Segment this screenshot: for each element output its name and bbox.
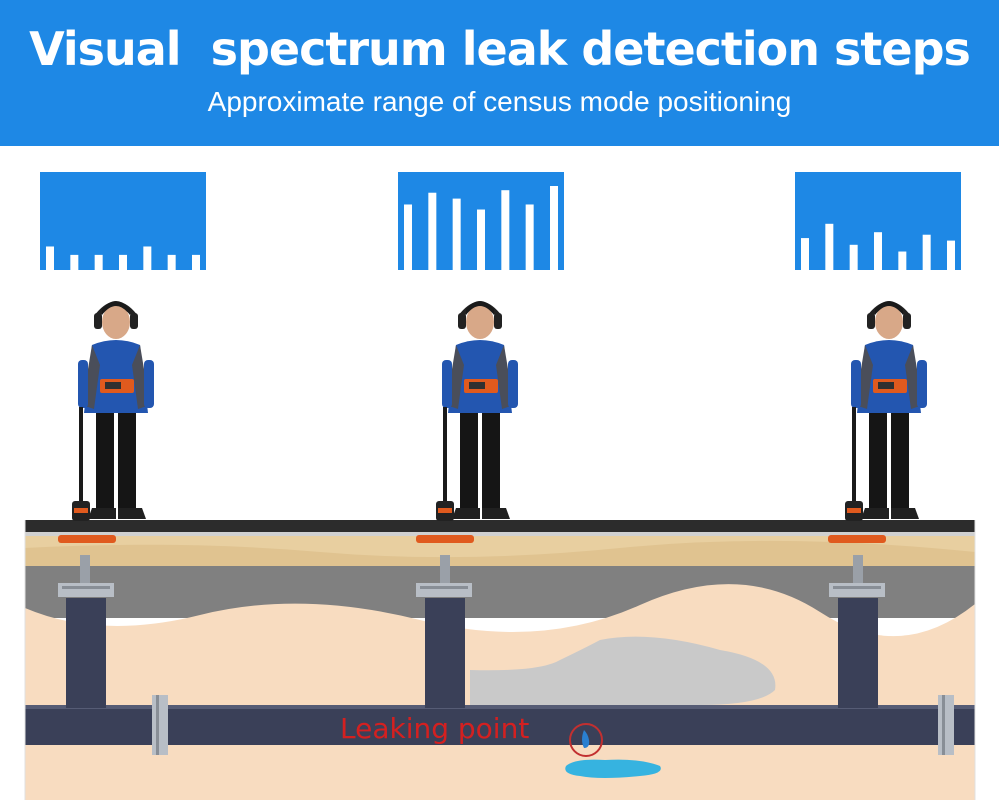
spectrum-bar bbox=[94, 254, 103, 270]
ground-layers bbox=[25, 520, 975, 800]
person-with-detector-icon-right bbox=[828, 301, 927, 543]
page-subtitle: Approximate range of census mode positio… bbox=[207, 86, 792, 117]
valve-left bbox=[58, 555, 114, 597]
road-curb bbox=[25, 532, 975, 538]
spectrum-bar bbox=[70, 254, 79, 270]
flange-left bbox=[152, 695, 168, 755]
riser-pipe-left bbox=[66, 598, 106, 708]
spectrum-bar bbox=[922, 234, 931, 270]
water-puddle bbox=[565, 759, 661, 778]
main-pipe bbox=[25, 705, 975, 745]
riser-pipe-center bbox=[425, 598, 465, 708]
spectrum-bar bbox=[119, 254, 127, 270]
spectrum-bar bbox=[550, 186, 558, 270]
header-banner: Visual spectrum leak detection steps App… bbox=[0, 0, 999, 146]
gravel-layer bbox=[25, 566, 975, 618]
spectrum-bars bbox=[46, 246, 200, 270]
main-pipe-highlight bbox=[25, 705, 975, 709]
ground-sensor-pad-center bbox=[416, 535, 474, 543]
spectrum-bar bbox=[192, 254, 200, 270]
valve-right bbox=[829, 555, 885, 597]
spectrum-bar bbox=[452, 198, 461, 270]
valve-center bbox=[416, 555, 472, 597]
water-drop-icon bbox=[582, 730, 590, 748]
spectrum-bar bbox=[525, 204, 534, 270]
spectrum-bar bbox=[46, 246, 54, 270]
flange-right bbox=[938, 695, 954, 755]
spectrum-panel-right bbox=[795, 172, 961, 270]
spectrum-bar bbox=[167, 254, 176, 270]
spectrum-bars bbox=[801, 223, 955, 270]
spectrum-panel-left bbox=[40, 172, 206, 270]
riser-pipe-right bbox=[838, 598, 878, 708]
page-title: Visual spectrum leak detection steps bbox=[29, 22, 971, 76]
spectrum-bar bbox=[898, 251, 907, 270]
person-with-detector-icon-left bbox=[58, 301, 154, 543]
spectrum-bar bbox=[801, 238, 809, 270]
ground-sensor-pad-left bbox=[58, 535, 116, 543]
spectrum-bar bbox=[143, 246, 152, 270]
leak-marker bbox=[569, 723, 603, 757]
spectrum-bars bbox=[404, 186, 558, 270]
pipe-network bbox=[25, 555, 975, 755]
person-with-detector-icon-center bbox=[416, 301, 518, 543]
spectrum-bar bbox=[874, 232, 882, 270]
spectrum-bar bbox=[477, 209, 485, 270]
spectrum-bar bbox=[404, 204, 412, 270]
leak-point-label: Leaking point bbox=[340, 712, 529, 745]
spectrum-bar bbox=[428, 192, 437, 270]
sand-texture bbox=[25, 540, 975, 566]
grey-patch bbox=[470, 636, 776, 705]
spectrum-bar bbox=[501, 190, 510, 270]
leak-detection-diagram: Leaking point bbox=[24, 172, 976, 800]
spectrum-background bbox=[40, 172, 206, 270]
spectrum-bar bbox=[849, 244, 858, 270]
spectrum-bar bbox=[947, 240, 955, 270]
ground-sensor-pad-right bbox=[828, 535, 886, 543]
road-surface bbox=[25, 520, 975, 534]
leak-point: Leaking point bbox=[340, 712, 661, 778]
spectrum-panel-center bbox=[398, 172, 564, 270]
spectrum-bar bbox=[825, 223, 834, 270]
